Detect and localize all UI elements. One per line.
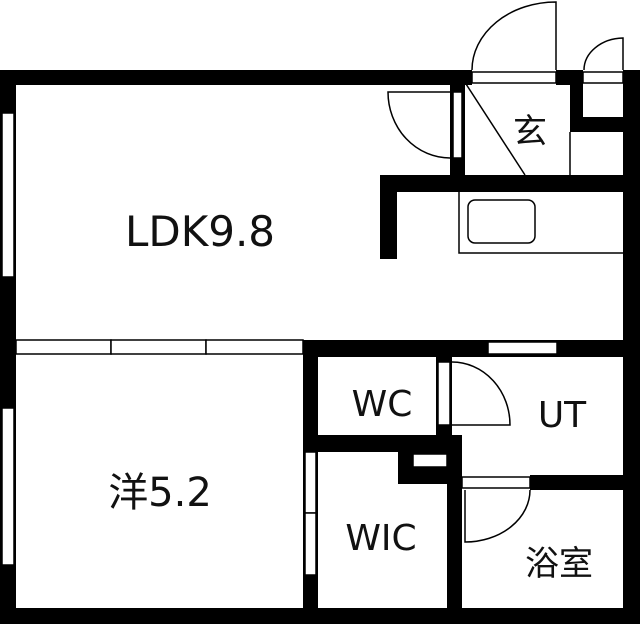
room-label-wic: WIC (345, 518, 416, 559)
room-label-wc: WC (352, 384, 413, 425)
bath-door-opening (461, 476, 531, 489)
wall-bath-left (447, 435, 462, 608)
wall-wc-bottom (318, 435, 462, 452)
wall-bottom (0, 608, 640, 624)
wall-shoebox-h (570, 117, 623, 132)
small-door-swing (583, 37, 624, 71)
room-labels: LDK9.8 洋5.2 玄 WC UT WIC 浴室 (108, 112, 593, 584)
window-left-upper (1, 112, 15, 278)
wall-right (623, 70, 640, 624)
entrance-door-opening (452, 91, 463, 159)
wic-door-2 (304, 512, 317, 576)
wall-kitchen-top (380, 175, 623, 192)
wc-door-swing (451, 361, 511, 426)
wall-kitchen-stub (380, 175, 397, 259)
small-door-opening (582, 71, 624, 84)
wic-door-1 (304, 451, 317, 514)
wall-top-mid (556, 70, 583, 85)
wall-mid-h (303, 340, 623, 357)
room-label-ut: UT (538, 395, 587, 436)
sliding-door-3 (205, 339, 304, 355)
room-label-bath: 浴室 (525, 544, 593, 584)
front-door-opening (471, 71, 557, 84)
ut-window (487, 341, 558, 355)
wc-door-opening (437, 361, 451, 426)
entrance-door-swing (387, 91, 451, 159)
openings (1, 71, 624, 576)
front-door-swing (471, 1, 557, 71)
bath-door-swing (464, 489, 531, 543)
window-left-lower (1, 407, 15, 566)
wall-top-left (0, 70, 472, 85)
entrance-step-line (465, 83, 526, 176)
room-label-western: 洋5.2 (108, 470, 212, 516)
room-label-ldk: LDK9.8 (125, 207, 275, 256)
wall-bath-top (530, 475, 623, 490)
fixtures (387, 1, 624, 543)
room-label-entrance: 玄 (513, 112, 547, 152)
kitchen-counter (458, 192, 623, 254)
kitchen-sink (467, 199, 536, 244)
pillar-hole (412, 453, 448, 468)
sliding-door-1 (15, 339, 112, 355)
sliding-door-2 (110, 339, 207, 355)
